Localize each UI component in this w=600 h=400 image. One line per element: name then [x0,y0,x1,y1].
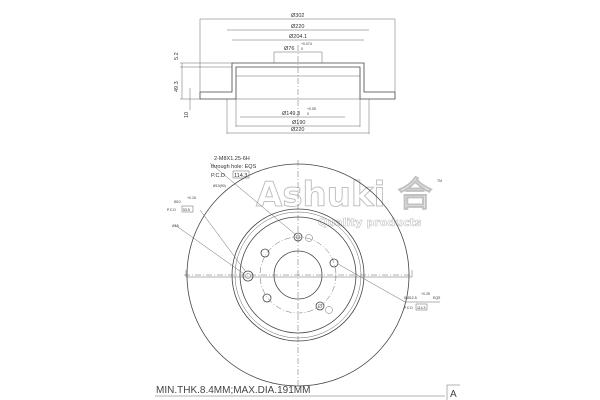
pcd-label-3: P.C.D [404,306,413,310]
dim-hat-inner: Ø204.1 [289,34,307,40]
tol: 0 [307,112,309,116]
spec-note: MIN.THK.8.4MM;MAX.DIA.191MM [156,385,310,396]
disc-section [199,62,396,100]
dim-drum: Ø149.3 [282,111,300,117]
corner-label: A [450,389,457,400]
pin-hole: Ø10 [174,200,181,204]
pcd-value-2: 53.5 [183,208,190,212]
pcd-label-2: P.C.D [167,208,176,212]
dim-height: 49.3 [174,81,180,92]
eqs: EQS [433,296,441,300]
pcd-value-3: 114.3 [417,306,426,310]
section-view: Ø302 Ø220 Ø204.1 Ø76 +0.074 0 5.2 49.3 1… [174,13,396,134]
trademark: TM [437,179,442,183]
pcd-value-1: 114.3 [234,173,247,179]
dim-outer: Ø302 [291,13,304,19]
thread-note-2: through hole: EQS [211,164,257,170]
tol: +0.074 [301,42,312,46]
brand-logo: Ashuki [256,175,385,215]
tol: +0.15 [187,196,196,200]
pcd-label-1: P.C.D [211,173,225,179]
dim-18: Ø18 [172,224,179,228]
front-view: 2-M8X1.25-6H through hole: EQS P.C.D 114… [167,156,441,390]
dim-hat-outer: Ø220 [291,24,304,30]
tagline: Quality products [318,216,422,229]
bolt-holes: 5-Ø12.5 [404,296,417,300]
dim-disc-thickness: 10 [184,112,190,118]
dim-center-bore: Ø76 [284,46,294,52]
dim-bottom-220: Ø220 [291,127,304,133]
tol: +0.05 [307,107,316,111]
tol: +0.25 [421,292,430,296]
brand-symbol: 合 [398,175,432,215]
angle-note: Ø13(90) [213,184,226,188]
thread-note: 2-M8X1.25-6H [214,156,250,162]
dim-inner-190: Ø190 [292,120,305,126]
watermark-logo: Ashuki 合 TM Quality products [256,175,443,230]
tol: 0 [301,47,303,51]
dim-hat-thickness: 5.2 [174,52,180,60]
